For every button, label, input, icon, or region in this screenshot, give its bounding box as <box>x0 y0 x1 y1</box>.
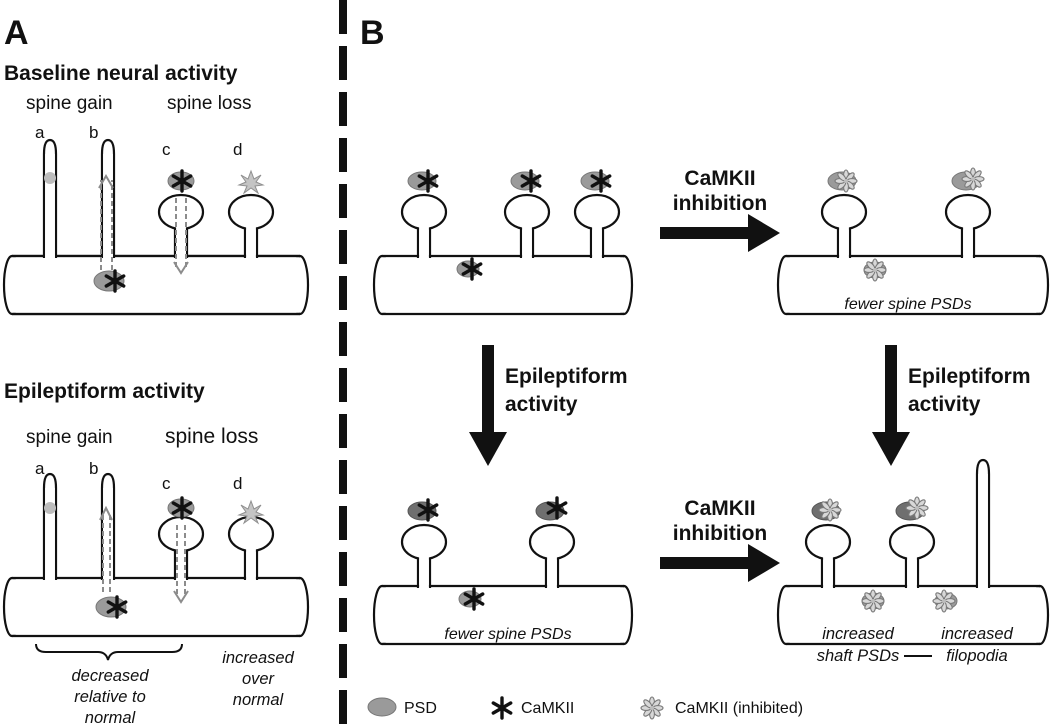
degraded-psd-icon <box>238 170 264 194</box>
arrow-down-right <box>872 345 910 466</box>
label-camkii-inhibition-bottom-1: CaMKII <box>684 497 755 520</box>
label-spine-loss-bottom: spine loss <box>165 425 258 448</box>
label-camkii-inhibition-bottom-2: inhibition <box>673 522 767 545</box>
legend-camkii-inhibited-icon <box>640 696 664 720</box>
trafficking-arrow-down <box>173 525 189 604</box>
note-increased-filopodia-2: filopodia <box>946 647 1007 665</box>
psd-shaft <box>95 596 127 618</box>
trafficking-arrow-down <box>173 198 189 275</box>
spine-letter-b-bottom: b <box>89 459 98 478</box>
note-increased-filopodia-1: increased <box>941 625 1013 643</box>
brace <box>35 643 183 661</box>
legend-camkii-label: CaMKII <box>521 700 574 717</box>
spine-letter-a-top: a <box>35 123 45 142</box>
label-spine-gain-bottom: spine gain <box>26 427 113 448</box>
panel-letter-a: A <box>4 14 29 52</box>
dendrite-b-top-left <box>372 169 634 316</box>
spine-letter-b-top: b <box>89 123 98 142</box>
arrow-right-top <box>660 214 780 252</box>
note-decreased-3: normal <box>85 709 137 727</box>
label-camkii-inhibition-top-2: inhibition <box>673 192 767 215</box>
spine-letter-c-bottom: c <box>162 474 171 493</box>
note-increased-3: normal <box>233 691 285 709</box>
note-increased-shaft-1: increased <box>822 625 894 643</box>
psd-shaft <box>93 270 125 292</box>
note-decreased-1: decreased <box>71 667 149 685</box>
panel-letter-b: B <box>360 14 385 52</box>
note-increased-shaft-2: shaft PSDs <box>817 647 900 665</box>
trafficking-arrow-up <box>99 505 113 592</box>
note-fewer-spine-psds-bottom: fewer spine PSDs <box>444 626 571 643</box>
label-epileptiform-right-2: activity <box>908 393 981 416</box>
note-fewer-spine-psds-top: fewer spine PSDs <box>844 296 971 313</box>
label-epileptiform-left-1: Epileptiform <box>505 365 628 388</box>
spine-letter-a-bottom: a <box>35 459 45 478</box>
legend-camkii-inhibited-label: CaMKII (inhibited) <box>675 700 803 717</box>
dendrite-a-bottom <box>2 472 310 638</box>
label-epileptiform-left-2: activity <box>505 393 578 416</box>
label-epileptiform-right-1: Epileptiform <box>908 365 1031 388</box>
heading-epileptiform: Epileptiform activity <box>4 380 205 403</box>
psd-small <box>44 502 56 514</box>
note-increased-2: over <box>242 670 276 688</box>
legend-camkii-icon <box>491 696 513 720</box>
note-decreased-2: relative to <box>74 688 146 706</box>
spine-letter-c-top: c <box>162 140 171 159</box>
spine-letter-d-top: d <box>233 140 242 159</box>
dendrite-b-bottom-left <box>372 496 634 646</box>
trafficking-arrow-up <box>98 174 114 270</box>
label-spine-loss-top: spine loss <box>167 93 252 114</box>
legend: PSD CaMKII CaMKII (inhibited) <box>367 696 803 720</box>
dendrite-b-bottom-right <box>776 458 1050 646</box>
note-increased-1: increased <box>222 649 294 667</box>
label-spine-gain-top: spine gain <box>26 93 113 114</box>
label-camkii-inhibition-top-1: CaMKII <box>684 167 755 190</box>
arrow-right-bottom <box>660 544 780 582</box>
legend-psd-label: PSD <box>404 700 437 717</box>
arrow-down-left <box>469 345 507 466</box>
spine-letter-d-bottom: d <box>233 474 242 493</box>
psd-small <box>44 172 56 184</box>
dendrite-b-top-right <box>776 167 1050 316</box>
dendrite-a-top <box>2 138 310 316</box>
legend-psd-swatch <box>367 697 397 717</box>
heading-baseline: Baseline neural activity <box>4 62 238 85</box>
